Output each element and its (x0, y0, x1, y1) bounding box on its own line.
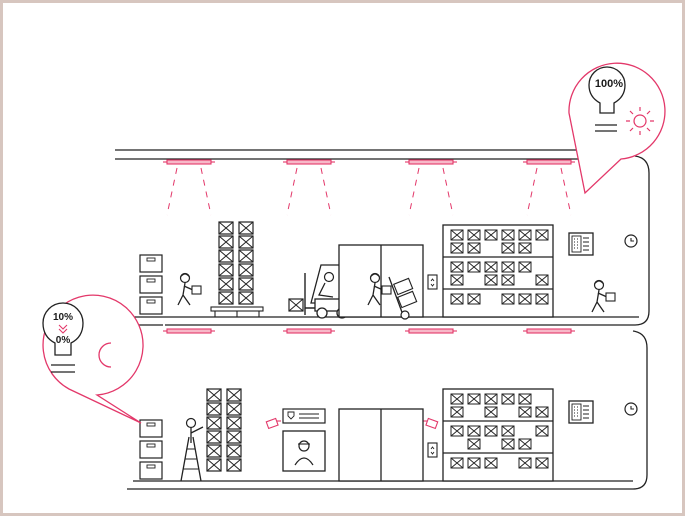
security-booth (283, 409, 325, 471)
security-camera-icon (423, 418, 438, 428)
brightness-dim-to-label: 0% (47, 336, 79, 346)
ceiling-lamp-dimmed (405, 329, 457, 333)
crate-stack (207, 389, 241, 471)
stacked-boxes (140, 255, 162, 314)
clock-icon (625, 235, 637, 247)
worker-carrying-box (592, 281, 615, 313)
warehouse-scene (3, 3, 683, 514)
ceiling-lamp (523, 160, 575, 215)
ceiling-lamp (163, 160, 215, 215)
security-camera-icon (266, 418, 281, 428)
crate-stack (211, 222, 263, 317)
storage-rack (443, 389, 553, 481)
ceiling-lamp-dimmed (163, 329, 215, 333)
control-panel-icon (569, 233, 593, 255)
worker-on-ladder (181, 419, 203, 482)
ceiling-lamp-dimmed (283, 329, 335, 333)
ceiling-lamp (283, 160, 335, 215)
brightness-full-label: 100% (591, 79, 627, 90)
brightness-dim-from-label: 10% (47, 313, 79, 323)
storage-rack (443, 225, 553, 317)
ceiling-lamp (405, 160, 457, 215)
elevator-doors (339, 409, 437, 481)
control-panel-icon (569, 401, 593, 423)
stacked-boxes (140, 420, 162, 479)
clock-icon (625, 403, 637, 415)
ceiling-lamp-dimmed (523, 329, 575, 333)
worker-carrying-box (178, 274, 201, 306)
elevator-doors (339, 245, 437, 317)
